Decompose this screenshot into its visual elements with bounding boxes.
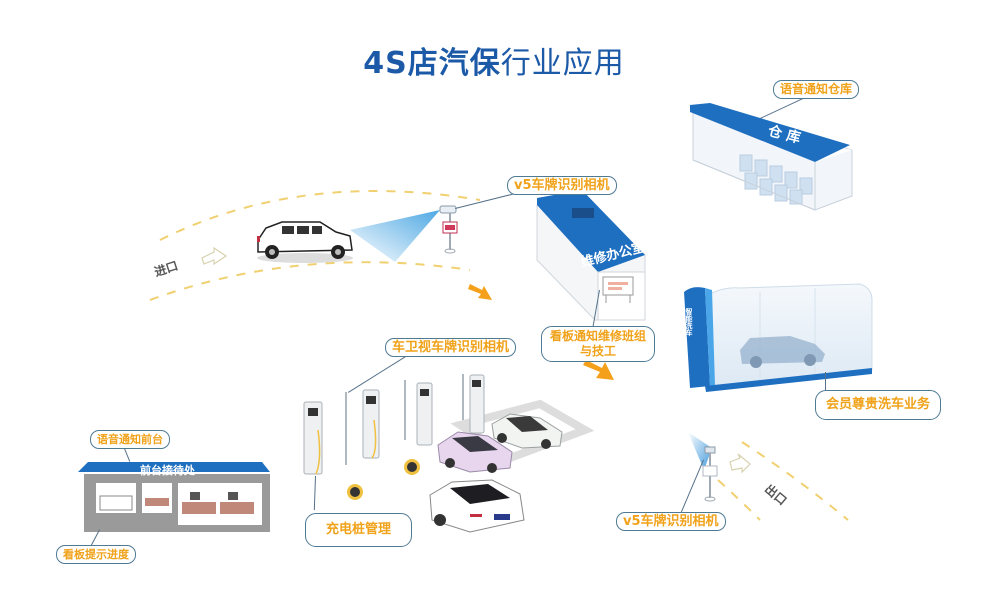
page-title: 4S店汽保行业应用	[0, 38, 988, 82]
flow-arrow-icon	[468, 284, 492, 300]
reception-voice-callout: 语音通知前台	[90, 430, 170, 449]
car-wash-callout: 会员尊贵洗车业务	[815, 390, 942, 420]
charging-camera-callout: 车卫视车牌识别相机	[385, 338, 517, 357]
warehouse-voice-callout: 语音通知仓库	[773, 80, 860, 99]
camera-beam-entrance	[350, 210, 440, 262]
entrance-road	[149, 190, 481, 301]
car-wash-building	[684, 283, 873, 392]
charging-management-callout: 充电桩管理	[305, 513, 413, 547]
entrance-camera-pole	[439, 205, 458, 254]
charger-plug-icon	[347, 459, 420, 500]
repair-camera-callout: v5车牌识别相机	[507, 176, 617, 195]
repair-board-callout-line1: 看板通知维修班组	[550, 329, 647, 343]
warehouse-building	[690, 103, 853, 211]
exit-arrow-icon	[729, 453, 751, 474]
camera-beam-exit	[688, 432, 712, 470]
charging-area	[303, 374, 595, 533]
flow-arrow-icon-2	[583, 360, 614, 380]
reception-building	[78, 462, 270, 532]
title-thin: 行业应用	[500, 46, 625, 81]
reception-board-callout: 看板提示进度	[56, 545, 136, 564]
entrance-arrow-icon	[201, 246, 228, 266]
exit-road	[717, 441, 849, 521]
white-ev	[491, 413, 563, 449]
entering-suv	[257, 221, 353, 263]
exit-camera-pole	[702, 446, 718, 502]
reception-roof-label: 前台接待处	[140, 464, 195, 477]
repair-office-building	[536, 190, 646, 321]
car-wash-sign-label: 智能洗车	[685, 308, 693, 336]
white-convertible	[429, 479, 525, 533]
repair-board-callout: 看板通知维修班组 与技工	[541, 326, 656, 362]
exit-camera-callout: v5车牌识别相机	[616, 512, 726, 531]
pink-ev	[437, 431, 513, 473]
repair-board-callout-line2: 与技工	[580, 344, 617, 358]
title-bold: 4S店汽保	[363, 46, 501, 81]
